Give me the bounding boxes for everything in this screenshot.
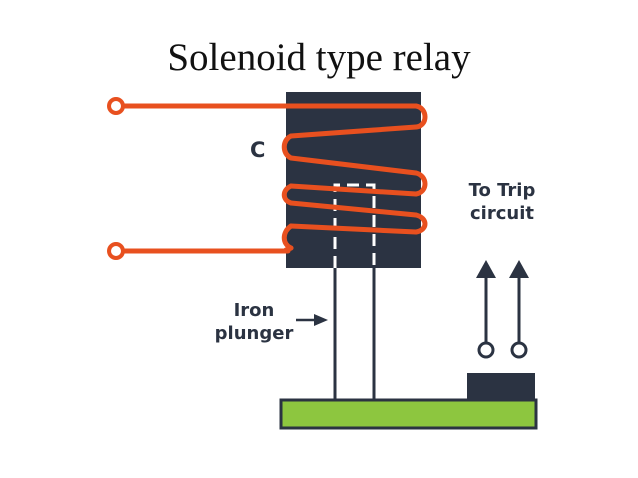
- coil-core: [286, 92, 421, 268]
- plunger-pointer-arrow: [296, 314, 328, 326]
- iron-plunger: [333, 268, 376, 400]
- trip-label-line2: circuit: [470, 203, 534, 224]
- plunger-label-line2: plunger: [215, 323, 294, 344]
- coil-terminal-top: [107, 97, 125, 115]
- up-arrow-icon: [509, 260, 529, 278]
- trip-terminal-icon: [477, 341, 495, 359]
- trip-label-line1: To Trip: [469, 180, 536, 201]
- trip-circuit-lead-left: [476, 260, 496, 359]
- right-arrow-icon: [314, 314, 328, 326]
- trip-contact-block: [467, 373, 535, 400]
- up-arrow-icon: [476, 260, 496, 278]
- plunger-label-line1: Iron: [234, 300, 275, 321]
- base-plate: [279, 398, 538, 430]
- trip-terminal-icon: [510, 341, 528, 359]
- coil-label: C: [250, 138, 265, 162]
- coil-terminal-bottom: [107, 242, 125, 260]
- slide-title: Solenoid type relay: [167, 36, 471, 79]
- trip-circuit-lead-right: [509, 260, 529, 359]
- coil-winding: [115, 103, 428, 254]
